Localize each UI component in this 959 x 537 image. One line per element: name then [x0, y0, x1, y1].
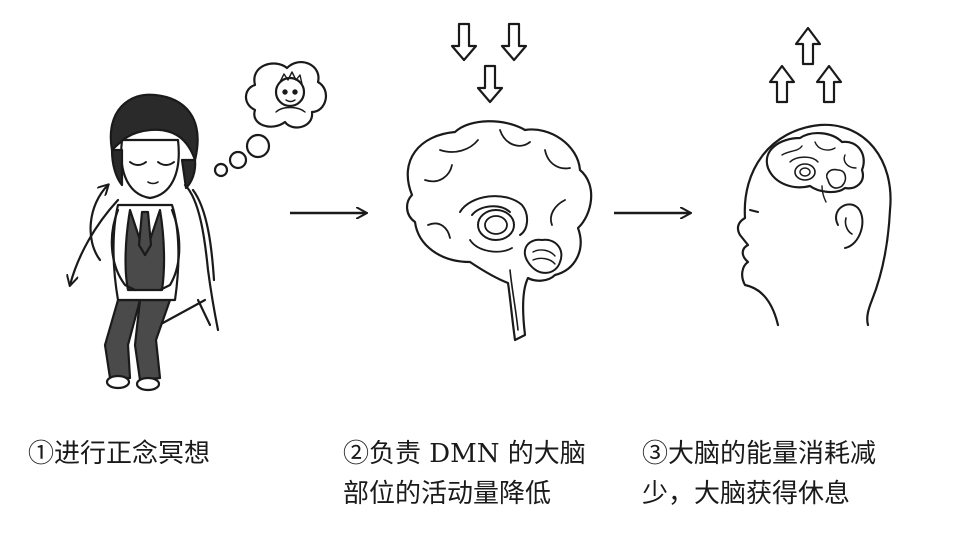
meditating-person-illustration [70, 61, 328, 392]
thought-cloud [244, 61, 328, 129]
swing-arrow-down [70, 198, 120, 285]
swing-arrow-up [89, 185, 108, 262]
head-with-brain-illustration [736, 26, 892, 327]
step-2-caption-line-2: 部位的活动量降低 [343, 479, 552, 509]
brain-sagittal-illustration [406, 22, 593, 342]
down-arrow-icon [450, 22, 478, 62]
up-arrow-icon [768, 64, 796, 104]
step-2-caption-line-1: ②负责 DMN 的大脑 [343, 439, 586, 469]
step-3-caption-line-2: 少，大脑获得休息 [642, 479, 851, 509]
step-3-caption: ③大脑的能量消耗减 少，大脑获得休息 [642, 434, 876, 514]
down-arrow-icon [500, 22, 528, 62]
step-3-caption-line-1: ③大脑的能量消耗减 [642, 439, 877, 469]
step-1-caption: ①进行正念冥想 [28, 434, 210, 474]
step-1-caption-line-1: ①进行正念冥想 [28, 439, 211, 469]
down-arrow-icon [476, 64, 504, 104]
up-arrow-icon [815, 64, 843, 104]
up-arrow-icon [794, 26, 822, 66]
step-2-caption: ②负责 DMN 的大脑 部位的活动量降低 [343, 434, 586, 514]
